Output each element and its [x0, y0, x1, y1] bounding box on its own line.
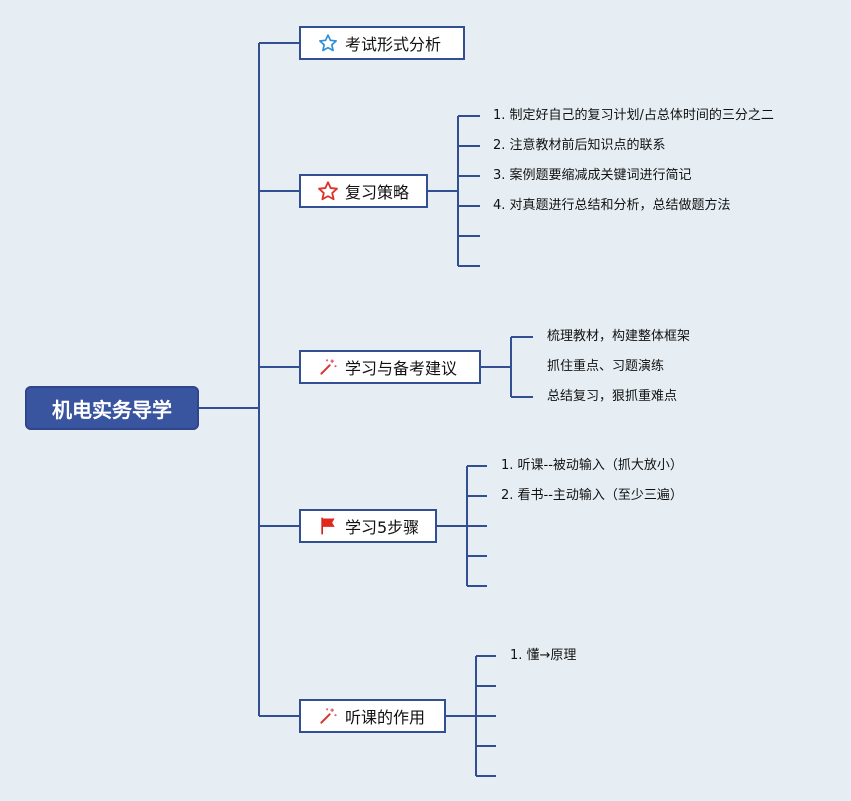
subtopic-item[interactable]: 4. 对真题进行总结和分析，总结做题方法 — [493, 198, 731, 213]
red-flag-icon — [317, 515, 339, 537]
star-outline-blue-icon — [317, 32, 339, 54]
topic-review-strategy[interactable]: 复习策略 — [299, 174, 428, 208]
subtopic-item[interactable]: 1. 懂→原理 — [510, 648, 577, 663]
topic-exam-format[interactable]: 考试形式分析 — [299, 26, 465, 60]
subtopic-item[interactable]: 2. 注意教材前后知识点的联系 — [493, 138, 666, 153]
root-label: 机电实务导学 — [52, 397, 172, 422]
topic-lecture-role[interactable]: 听课的作用 — [299, 699, 446, 733]
topic-study-advice[interactable]: 学习与备考建议 — [299, 350, 481, 384]
magic-wand-icon — [317, 356, 339, 378]
topic-label: 听课的作用 — [345, 708, 426, 727]
subtopic-item[interactable]: 抓住重点、习题演练 — [547, 359, 665, 374]
topic-five-steps[interactable]: 学习5步骤 — [299, 509, 437, 543]
subtopic-item[interactable]: 梳理教材，构建整体框架 — [547, 329, 691, 344]
topic-label: 考试形式分析 — [345, 35, 442, 54]
star-outline-red-icon — [317, 180, 339, 202]
magic-wand-icon — [317, 705, 339, 727]
topic-label: 学习与备考建议 — [345, 359, 458, 378]
subtopic-item[interactable]: 3. 案例题要缩减成关键词进行简记 — [493, 168, 692, 183]
topic-label: 复习策略 — [345, 183, 410, 202]
subtopic-item[interactable]: 总结复习，狠抓重难点 — [547, 389, 678, 404]
subtopic-item[interactable]: 2. 看书--主动输入（至少三遍） — [501, 488, 683, 503]
topic-label: 学习5步骤 — [345, 518, 420, 537]
subtopic-item[interactable]: 1. 听课--被动输入（抓大放小） — [501, 458, 683, 473]
subtopic-item[interactable]: 1. 制定好自己的复习计划/占总体时间的三分之二 — [493, 108, 774, 123]
root-node[interactable]: 机电实务导学 — [25, 386, 199, 430]
